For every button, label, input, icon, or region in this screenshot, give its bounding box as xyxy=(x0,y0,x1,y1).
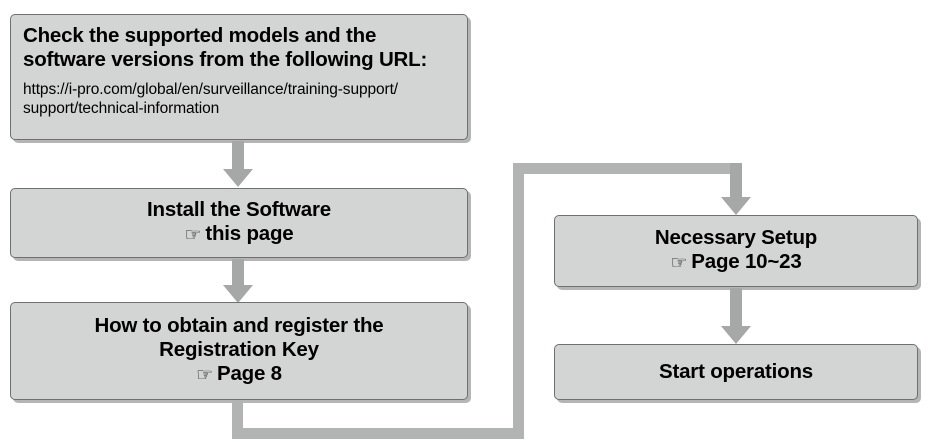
node-registration-line3: ☞Page 8 xyxy=(196,362,282,387)
node-start-line1: Start operations xyxy=(659,359,813,383)
node-registration-line2: Registration Key xyxy=(159,338,319,362)
node-check-heading-line1: Check the supported models and the xyxy=(23,24,377,47)
node-check-url-line2: support/technical-information xyxy=(23,99,220,117)
node-registration-line1: How to obtain and register the xyxy=(94,314,384,338)
node-setup-line2: ☞Page 10~23 xyxy=(670,250,801,275)
node-setup-page-ref: Page 10~23 xyxy=(691,250,802,274)
pointing-hand-icon: ☞ xyxy=(670,253,688,275)
connector-loop-down-left xyxy=(232,400,243,434)
node-check-supported-models: Check the supported models and the softw… xyxy=(10,14,468,140)
node-install-line2: ☞this page xyxy=(184,222,293,247)
node-install-software: Install the Software ☞this page xyxy=(10,188,468,258)
pointing-hand-icon: ☞ xyxy=(184,225,202,247)
connector-loop-bottom xyxy=(232,428,524,439)
node-registration-key: How to obtain and register the Registrat… xyxy=(10,302,468,400)
node-install-page-ref: this page xyxy=(205,222,294,246)
node-check-heading-line2: software versions from the following URL… xyxy=(23,48,428,72)
node-registration-page-ref: Page 8 xyxy=(216,362,282,386)
connector-loop-top xyxy=(513,163,742,174)
arrow-check-to-install xyxy=(223,141,253,187)
arrow-install-to-registration xyxy=(223,259,253,303)
arrow-setup-to-start xyxy=(721,288,751,344)
arrow-loop-to-necessary-setup xyxy=(721,163,751,215)
connector-loop-up-right xyxy=(513,163,524,439)
node-check-url-line1: https://i-pro.com/global/en/surveillance… xyxy=(23,81,399,99)
node-install-line1: Install the Software xyxy=(147,198,331,222)
node-start-operations: Start operations xyxy=(554,344,918,400)
node-setup-line1: Necessary Setup xyxy=(654,226,818,250)
node-necessary-setup: Necessary Setup ☞Page 10~23 xyxy=(554,215,918,287)
pointing-hand-icon: ☞ xyxy=(196,365,213,387)
